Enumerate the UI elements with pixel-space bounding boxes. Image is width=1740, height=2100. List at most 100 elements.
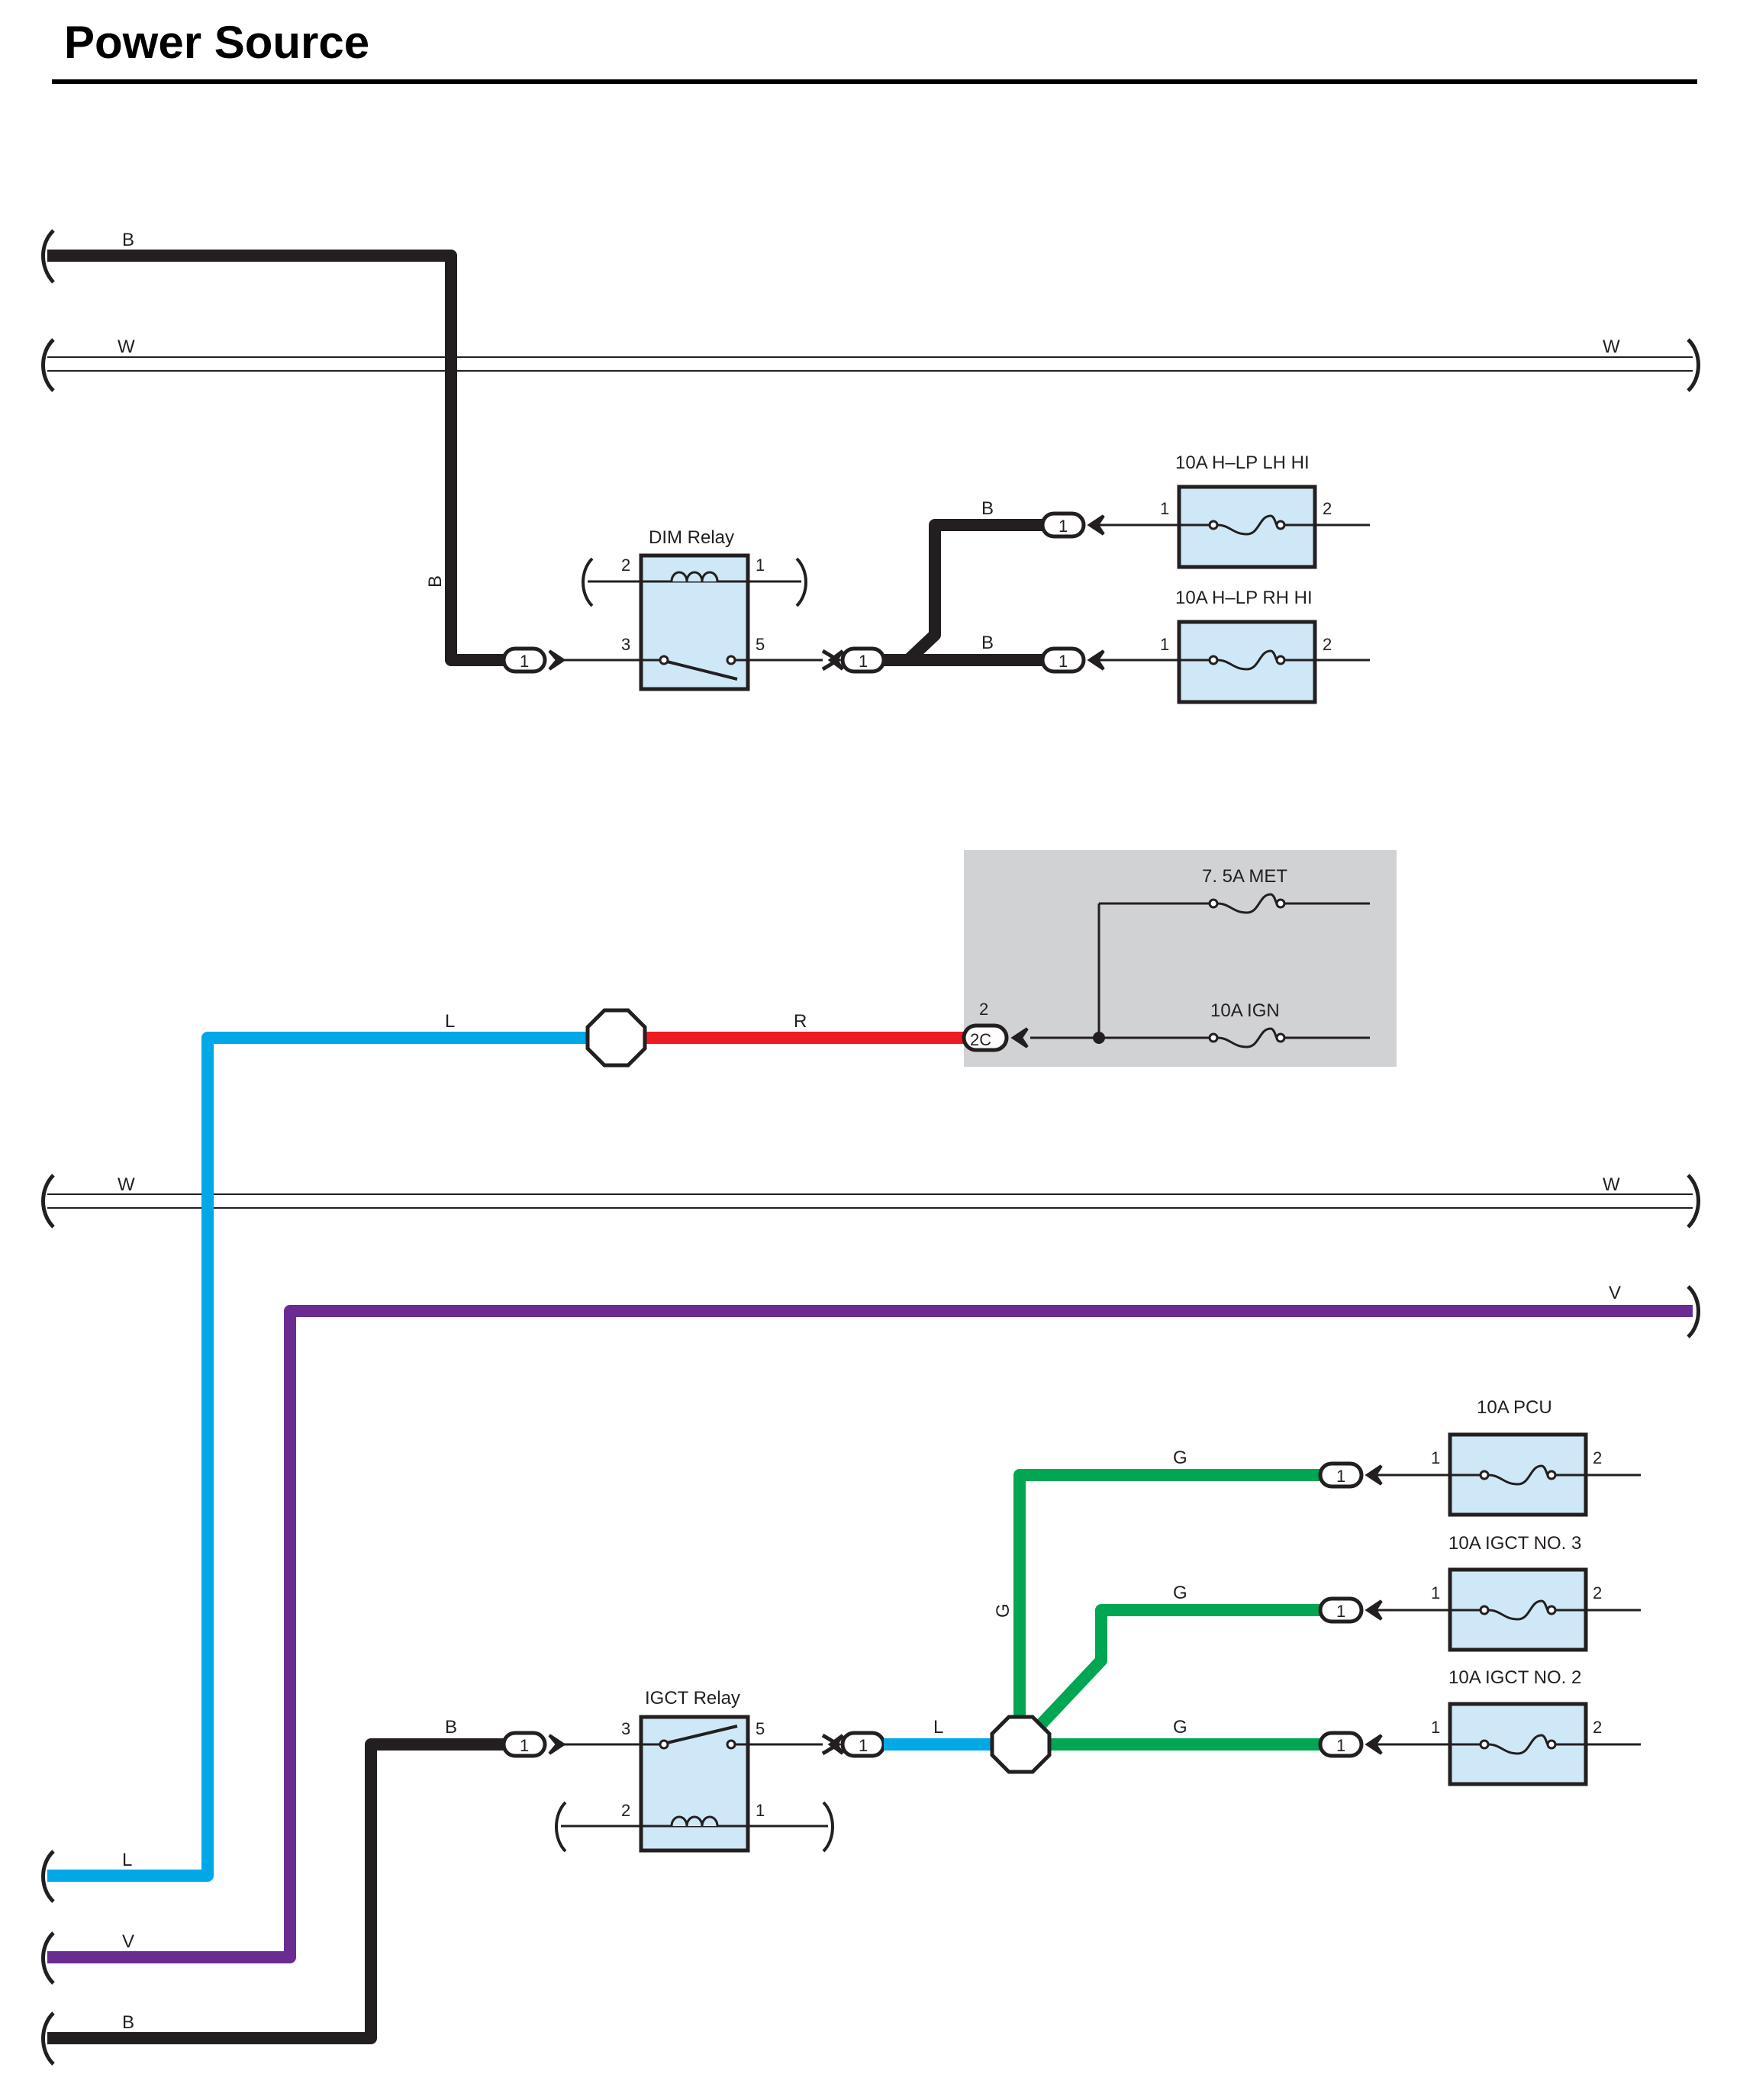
svg-text:1: 1: [859, 652, 868, 671]
wire-label-pcu-g: G: [1173, 1448, 1187, 1468]
dim-relay: DIM Relay 2 1 3 5: [582, 527, 807, 691]
wire-mid-w: [47, 1193, 1693, 1209]
svg-text:1: 1: [1431, 1448, 1440, 1467]
wire-label-igct2-g: G: [1173, 1717, 1187, 1738]
wire-label-bottom-l: L: [122, 1850, 132, 1870]
wire-break-left: [41, 2011, 55, 2066]
fuse-pcu: 10A PCU 1 2: [1431, 1397, 1641, 1517]
wire-label-igct3-g: G: [1173, 1583, 1187, 1603]
svg-text:10A IGCT NO. 2: 10A IGCT NO. 2: [1448, 1667, 1581, 1688]
wire-label-igct-in-b: B: [445, 1717, 457, 1738]
fuse-igct-no3: 10A IGCT NO. 3 1 2: [1431, 1533, 1641, 1652]
connector-3: 1: [1040, 511, 1105, 539]
fuse-met: 7. 5A MET: [1202, 866, 1287, 914]
wire-break-right: [1687, 1285, 1700, 1338]
wire-break-left: [555, 1801, 567, 1853]
dim-relay-pin: 5: [756, 635, 765, 654]
wire-v: [47, 1305, 1693, 1963]
wire-label-bottom-b: B: [122, 2012, 134, 2033]
connector-8: 1: [1318, 1596, 1383, 1624]
igct-relay-pin: 5: [756, 1719, 765, 1738]
svg-text:1: 1: [1058, 517, 1068, 536]
wire-label-r-main: R: [794, 1011, 807, 1032]
svg-text:10A PCU: 10A PCU: [1477, 1397, 1552, 1418]
svg-text:10A IGCT NO. 3: 10A IGCT NO. 3: [1448, 1533, 1581, 1554]
svg-text:10A H–LP LH HI: 10A H–LP LH HI: [1175, 453, 1310, 473]
fuse-ign: 10A IGN: [1208, 1000, 1286, 1048]
svg-text:2C: 2C: [970, 1030, 991, 1049]
wire-break-left: [41, 1174, 55, 1229]
svg-text:2: 2: [1323, 499, 1332, 518]
igct-relay: IGCT Relay 3 5 2 1: [555, 1688, 834, 1853]
fuse-igct-no2: 10A IGCT NO. 2 1 2: [1431, 1667, 1641, 1786]
svg-text:1: 1: [1160, 499, 1169, 518]
wire-label-top-b: B: [122, 230, 134, 250]
wire-break-left: [41, 1850, 55, 1903]
wire-label-dim-in-b: B: [425, 575, 446, 588]
svg-text:2: 2: [1593, 1718, 1602, 1737]
svg-text:2: 2: [979, 1000, 988, 1019]
wire-igct-in-b: [47, 1738, 510, 2044]
wire-hlp-lh-b: [904, 519, 1046, 665]
wire-label-igct-out-l: L: [933, 1717, 943, 1738]
wire-top-b: [47, 250, 510, 666]
wire-label-mid-w-right: W: [1603, 1174, 1620, 1195]
svg-text:1: 1: [859, 1736, 868, 1755]
wire-label-hlp-lh-b: B: [981, 498, 994, 519]
wire-label-g-vertical: G: [993, 1603, 1013, 1618]
svg-text:10A H–LP RH HI: 10A H–LP RH HI: [1175, 588, 1313, 608]
svg-text:1: 1: [520, 652, 529, 671]
wire-label-mid-w-left: W: [118, 1174, 135, 1195]
igct-relay-label: IGCT Relay: [645, 1688, 740, 1709]
splice-point: [1093, 1032, 1105, 1044]
svg-text:1: 1: [520, 1736, 529, 1755]
svg-text:2: 2: [1593, 1448, 1602, 1467]
fuse-hlp-lh-hi: 10A H–LP LH HI 1 2: [1160, 453, 1370, 569]
wire-l-main: [47, 1032, 591, 1882]
svg-text:2: 2: [1323, 635, 1332, 654]
igct-relay-pin: 1: [756, 1801, 765, 1820]
wire-label-top-w-right: W: [1603, 337, 1620, 357]
svg-text:1: 1: [1336, 1602, 1345, 1621]
dim-relay-pin: 3: [621, 635, 630, 654]
connector-2c: 2C 2: [962, 1000, 1029, 1052]
svg-text:7. 5A MET: 7. 5A MET: [1202, 866, 1287, 887]
connector-7: 1: [1318, 1461, 1383, 1489]
wire-label-v-right: V: [1609, 1283, 1621, 1303]
connector-4: 1: [1040, 646, 1105, 674]
fuse-hlp-rh-hi: 10A H–LP RH HI 1 2: [1160, 588, 1370, 704]
svg-text:2: 2: [1593, 1583, 1602, 1602]
junction-block: [964, 850, 1397, 1067]
wire-break-left: [582, 557, 594, 607]
wire-break-right: [795, 557, 807, 607]
wire-break-right: [822, 1801, 834, 1853]
splice-octagon: [585, 1008, 647, 1068]
svg-text:1: 1: [1431, 1583, 1440, 1602]
connector-1: 1: [501, 646, 566, 674]
svg-text:1: 1: [1336, 1467, 1345, 1486]
wire-label-hlp-rh-b: B: [981, 633, 994, 653]
connector-2: 1: [821, 646, 886, 674]
wire-label-l-main: L: [445, 1011, 455, 1032]
igct-relay-pin: 3: [621, 1719, 630, 1738]
wire-break-right: [1687, 1174, 1700, 1229]
connector-6: 1: [821, 1731, 886, 1758]
svg-text:1: 1: [1431, 1718, 1440, 1737]
wire-break-left: [41, 1931, 55, 1985]
dim-relay-pin: 1: [756, 556, 765, 575]
wire-top-w: [47, 356, 1693, 372]
wire-break-left: [41, 338, 55, 392]
title-rule: [52, 79, 1697, 84]
wire-label-top-w-left: W: [118, 337, 135, 357]
wire-break-right: [1687, 338, 1700, 392]
svg-text:1: 1: [1058, 652, 1068, 671]
page-title: Power Source: [64, 17, 370, 68]
wire-igct3-g: [1035, 1604, 1324, 1731]
igct-relay-pin: 2: [621, 1801, 630, 1820]
wire-label-bottom-v: V: [122, 1931, 134, 1952]
dim-relay-pin: 2: [621, 556, 630, 575]
dim-relay-label: DIM Relay: [649, 527, 734, 548]
connector-9: 1: [1318, 1731, 1383, 1758]
wire-pcu-g: [1013, 1469, 1324, 1731]
